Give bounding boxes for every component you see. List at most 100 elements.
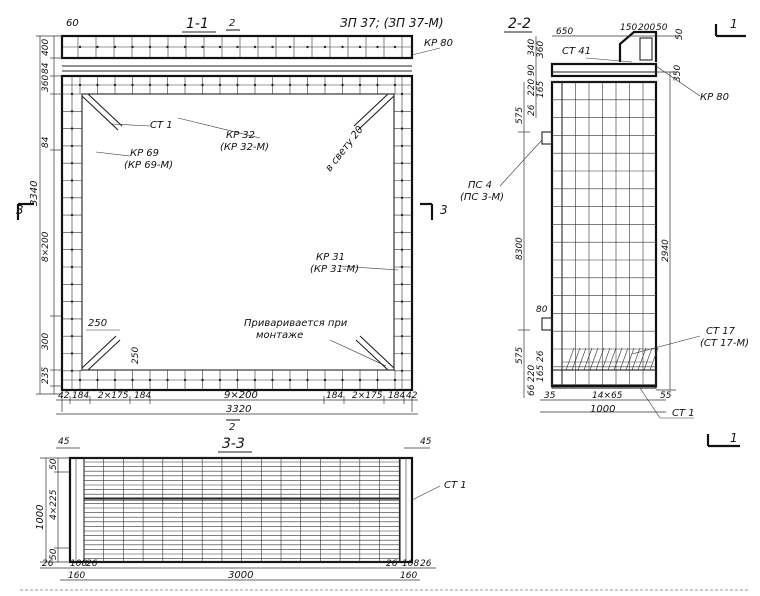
bottom-dimension-chain: 42 184 2×175 184 9×200 184 2×175 184 42 … [56,390,418,433]
dim-left-total: 3340 [29,181,40,206]
dim-left-1: 400 [41,39,51,56]
callout-kp69m: (КР 69-М) [124,160,173,171]
callout-weld: Приваривается при [244,318,348,329]
svg-text:26: 26 [386,559,398,569]
dim-left-7: 235 [41,367,51,384]
dim-left-4: 84 [41,136,51,148]
side-left-dims: 575 8300 575 66 [515,82,537,398]
section-1-1-label: 1-1 [186,16,209,32]
svg-text:220: 220 [527,365,537,382]
svg-text:3000: 3000 [228,570,253,581]
svg-text:26: 26 [536,350,546,362]
svg-text:9×200: 9×200 [224,390,258,401]
section-3-3-label: 3-3 [222,436,245,452]
wall-outline [60,74,414,392]
svg-text:80: 80 [536,305,548,315]
side-right-dim: 2940 [656,71,676,391]
svg-text:45: 45 [58,437,70,447]
callout-ct1: СТ 1 [150,120,173,131]
svg-text:1000: 1000 [35,505,46,530]
svg-text:4×225: 4×225 [49,489,59,520]
plan-left-dims: 50 4×225 50 1000 [35,457,70,563]
dim-bottom-total: 3320 [226,404,251,415]
dim-left-5: 8×200 [41,231,51,262]
callout-ct1-side: СТ 1 [672,408,695,419]
svg-text:575: 575 [515,107,525,124]
callout-kp32m: (КР 32-М) [220,142,269,153]
plan-bottom-dims: 26 108 26 160 3000 26 108 26 160 [40,559,436,581]
svg-text:42: 42 [406,391,418,401]
side-top-dims: 650 150 200 50 50 350 [552,23,685,82]
svg-text:26: 26 [42,559,54,569]
section-1-1: 1-1 2 ЗП 37; (ЗП 37-М) [16,16,453,433]
svg-text:160: 160 [68,571,85,581]
svg-text:50: 50 [49,548,59,560]
svg-text:45: 45 [420,437,432,447]
svg-text:90: 90 [527,64,537,76]
left-dimension-chain: 400 84 360 84 8×200 300 235 3340 60 [29,18,79,395]
callout-ct17m: (СТ 17-М) [700,338,749,349]
callout-kp32: КР 32 [226,130,255,141]
svg-text:2×175: 2×175 [352,391,383,401]
cut-mark-1-bottom: 1 [706,431,740,448]
section-1-1-arrow-mark: 2 [229,18,235,29]
svg-text:165: 165 [536,81,546,98]
svg-text:184: 184 [72,391,89,401]
svg-text:1000: 1000 [590,404,615,415]
side-bottom-dims: 35 14×65 55 1000 [540,391,672,415]
dim-top-60: 60 [66,18,79,29]
cut-mark-1-top: 1 [714,17,746,38]
dim-250-b: 250 [131,347,141,364]
side-small-dims: 340 360 90 220 165 26 80 220 165 26 [527,36,548,382]
svg-text:184: 184 [326,391,343,401]
svg-text:50: 50 [656,23,668,33]
plan-outline [68,456,414,564]
svg-text:160: 160 [400,571,417,581]
side-hatch [562,347,659,371]
section-2-2-label: 2-2 [508,16,531,32]
side-top-band [550,62,658,78]
svg-text:14×65: 14×65 [592,391,623,401]
callout-kp31m: (КР 31-М) [310,264,359,275]
svg-text:108: 108 [70,559,87,569]
svg-text:2940: 2940 [661,239,671,262]
svg-text:350: 350 [673,65,683,82]
side-body [550,80,658,388]
corner-haunches [81,93,395,371]
svg-text:184: 184 [388,391,405,401]
svg-text:650: 650 [556,27,573,37]
svg-text:575: 575 [515,347,525,364]
callout-ct41: СТ 41 [562,46,591,57]
cut-mark-3-right: 3 [420,202,448,220]
svg-text:42: 42 [58,391,70,401]
plan-grid [75,458,407,562]
svg-text:150: 150 [620,23,637,33]
svg-text:3: 3 [16,203,24,217]
lug-top [541,131,553,145]
cut-mark-3-left: 3 [16,202,34,220]
svg-text:55: 55 [660,391,672,401]
cap-hook [618,30,658,62]
svg-text:26: 26 [86,559,98,569]
svg-text:1: 1 [730,17,738,31]
callout-clear: в свету 20 [324,124,366,174]
drawing-title: ЗП 37; (ЗП 37-М) [340,16,444,30]
callout-kp31: КР 31 [316,252,345,263]
callout-kp80: КР 80 [424,38,453,49]
svg-text:340: 340 [527,39,537,56]
wall-opening [81,93,395,371]
section-3-3: 3-3 45 45 50 4×225 50 1000 26 108 [35,436,467,581]
svg-text:2: 2 [229,422,235,433]
callout-ct1-plan: СТ 1 [444,480,467,491]
svg-text:8300: 8300 [515,237,525,260]
svg-text:360: 360 [536,41,546,58]
svg-text:26: 26 [527,104,537,116]
svg-text:50: 50 [49,458,59,470]
svg-text:165: 165 [536,365,546,382]
dim-left-6: 300 [41,333,51,350]
svg-text:1: 1 [730,431,738,445]
callout-kp80-side: КР 80 [700,92,729,103]
svg-text:108: 108 [402,559,419,569]
section-2-2: 2-2 1 650 150 200 50 [460,16,749,448]
